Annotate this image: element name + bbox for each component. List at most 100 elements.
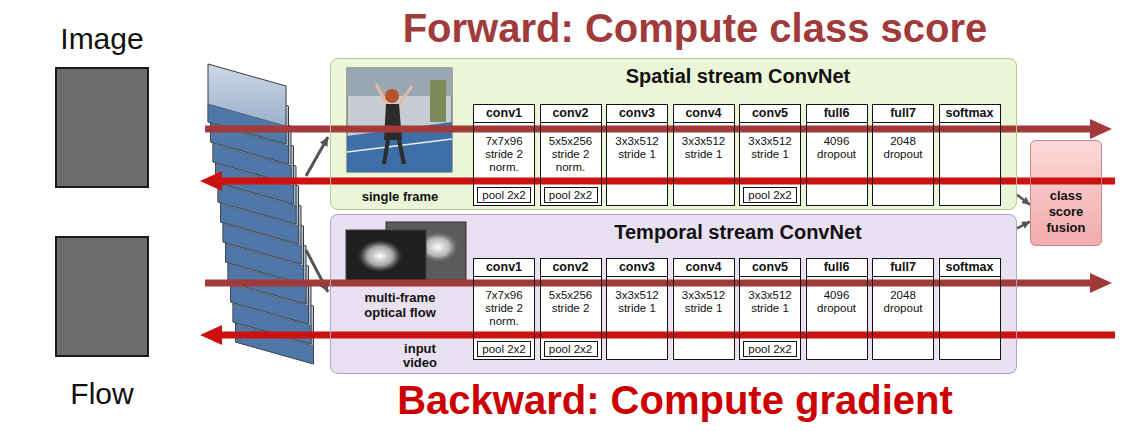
layer-box: full7 2048 dropout	[872, 258, 934, 360]
layer-box: conv5 3x3x512 stride 1 pool 2x2	[739, 258, 801, 360]
layer-fill	[473, 258, 535, 360]
panel-fill	[330, 58, 1017, 210]
fusion-box: class score fusion	[1030, 140, 1102, 246]
layer-fill	[739, 258, 801, 360]
split-arrow	[306, 137, 328, 176]
photo-leg	[384, 140, 388, 164]
layer-params: 7x7x96 stride 2 norm.	[474, 135, 534, 175]
layer-params: 7x7x96 stride 2 norm.	[474, 289, 534, 329]
heading-holder: Backward: Compute gradient	[365, 377, 985, 423]
photo-body	[384, 104, 402, 140]
layer-params: 3x3x512 stride 1	[607, 289, 667, 329]
layer-name: conv4	[674, 259, 734, 277]
layer-params: 3x3x512 stride 1	[740, 135, 800, 175]
layer-params: 3x3x512 stride 1	[674, 135, 734, 175]
layer-box: conv2 5x5x256 stride 2 norm. pool 2x2	[540, 104, 602, 206]
shape-fills	[330, 58, 1102, 374]
panel-fill	[330, 214, 1017, 374]
layer-name: full7	[873, 259, 933, 277]
layer-params: 2048 dropout	[873, 289, 933, 329]
panel-heading: Temporal stream ConvNet	[473, 220, 1003, 244]
pool-label: pool 2x2	[544, 187, 598, 203]
input-image-box: Image	[55, 22, 149, 188]
image-heading: Flow	[55, 377, 149, 411]
image-square	[55, 67, 149, 188]
layer-name: conv3	[607, 105, 667, 123]
layer-name: conv1	[474, 105, 534, 123]
stack-arrows	[306, 137, 328, 292]
layer-params: 5x5x256 stride 2 norm.	[541, 135, 601, 175]
layer-fill	[540, 104, 602, 206]
pool-label: pool 2x2	[477, 187, 531, 203]
pass-arrows	[200, 119, 1115, 345]
layer-params: 4096 dropout	[807, 289, 867, 329]
photo-head	[385, 89, 399, 103]
layer-name: full6	[807, 259, 867, 277]
layer-box: conv4 3x3x512 stride 1	[673, 104, 735, 206]
single-frame-photo	[347, 68, 452, 172]
figure-label: single frame	[340, 189, 460, 204]
stream-panel: Spatial stream ConvNet conv1 7x7x96 stride…	[330, 58, 1017, 210]
layer-fill	[540, 258, 602, 360]
layer-name: conv2	[541, 105, 601, 123]
layer-name: conv1	[474, 259, 534, 277]
input-image-box: Flow	[55, 236, 149, 411]
label-holder: multi-frame optical flow	[350, 290, 450, 320]
flow-frame	[346, 230, 426, 284]
layer-fill	[606, 104, 668, 206]
layer-fill	[806, 104, 868, 206]
layer-fill	[473, 104, 535, 206]
layer-name: conv2	[541, 259, 601, 277]
layer-name: conv4	[674, 105, 734, 123]
layer-params: 4096 dropout	[807, 135, 867, 175]
layer-box: conv3 3x3x512 stride 1	[606, 258, 668, 360]
photo-leg	[399, 140, 404, 164]
layer-name: conv5	[740, 105, 800, 123]
layer-params: 3x3x512 stride 1	[740, 289, 800, 329]
layer-box: conv4 3x3x512 stride 1	[673, 258, 735, 360]
layer-name: conv5	[740, 259, 800, 277]
backward-arrow	[200, 325, 1115, 345]
layer-fill	[939, 104, 1001, 206]
heading-holder: Forward: Compute class score	[385, 5, 1005, 51]
page-caption: Backward: Compute gradient	[365, 377, 985, 423]
layer-fill	[872, 104, 934, 206]
layer-params: 3x3x512 stride 1	[674, 289, 734, 329]
page-title: Forward: Compute class score	[385, 5, 1005, 51]
video-frame-floor	[208, 104, 286, 144]
flow-blob	[358, 240, 402, 272]
layer-name: softmax	[940, 105, 1000, 123]
pool-label: pool 2x2	[743, 341, 797, 357]
panel-heading: Spatial stream ConvNet	[473, 64, 1003, 88]
backward-arrow	[200, 171, 1115, 191]
fusion-fill	[1030, 140, 1102, 246]
photo-wall	[347, 68, 452, 172]
figure-label: input video	[390, 342, 450, 370]
layer-box: softmax	[939, 104, 1001, 206]
score-connector	[1017, 195, 1030, 205]
layer-params: 2048 dropout	[873, 135, 933, 175]
image-heading: Image	[55, 22, 149, 56]
layer-name: softmax	[940, 259, 1000, 277]
layer-fill	[806, 258, 868, 360]
layer-name: full6	[807, 105, 867, 123]
layer-fill	[606, 258, 668, 360]
figure-label: multi-frame optical flow	[350, 290, 450, 320]
photo-door	[430, 80, 446, 122]
layer-fill	[673, 258, 735, 360]
layer-box: full6 4096 dropout	[806, 104, 868, 206]
label-holder: input video	[390, 342, 450, 370]
layer-fill	[939, 258, 1001, 360]
layer-name: conv3	[607, 259, 667, 277]
layer-params: 5x5x256 stride 2	[541, 289, 601, 329]
pool-label: pool 2x2	[743, 187, 797, 203]
layer-box: full72048 dropout	[872, 104, 934, 206]
layer-box: conv5 3x3x512 stride 1 pool 2x2	[739, 104, 801, 206]
score-connector	[1017, 222, 1030, 229]
fusion-label: class score fusion	[1037, 188, 1095, 236]
layer-fill	[872, 258, 934, 360]
pool-label: pool 2x2	[544, 341, 598, 357]
